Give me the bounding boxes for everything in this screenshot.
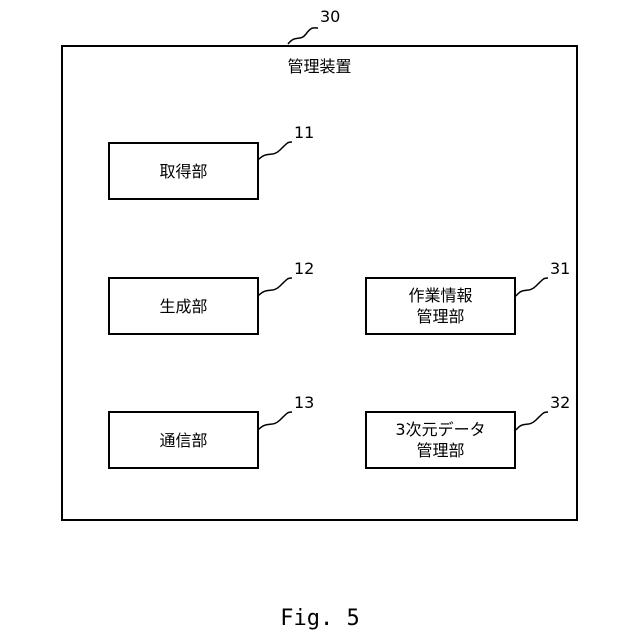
work-info-management-unit-label-line2: 管理部 [416, 306, 464, 327]
ref-numeral-31: 31 [550, 260, 570, 278]
generation-unit-box: 生成部 [108, 277, 259, 335]
ref-numeral-13: 13 [294, 394, 314, 412]
3d-data-management-unit-box: 3次元データ 管理部 [365, 411, 516, 469]
communication-unit-label: 通信部 [159, 430, 207, 451]
3d-data-management-unit-label-line1: 3次元データ [395, 419, 485, 440]
management-device-label: 管理装置 [63, 57, 576, 77]
ref-numeral-32: 32 [550, 394, 570, 412]
3d-data-management-unit-label-line2: 管理部 [416, 440, 464, 461]
ref-numeral-30: 30 [320, 8, 340, 26]
ref-numeral-12: 12 [294, 260, 314, 278]
work-info-management-unit-box: 作業情報 管理部 [365, 277, 516, 335]
communication-unit-box: 通信部 [108, 411, 259, 469]
generation-unit-label: 生成部 [159, 296, 207, 317]
acquisition-unit-box: 取得部 [108, 142, 259, 200]
ref-numeral-11: 11 [294, 124, 314, 142]
figure-caption: Fig. 5 [0, 606, 640, 632]
leader-line-30 [288, 28, 318, 44]
work-info-management-unit-label-line1: 作業情報 [408, 285, 472, 306]
acquisition-unit-label: 取得部 [159, 161, 207, 182]
